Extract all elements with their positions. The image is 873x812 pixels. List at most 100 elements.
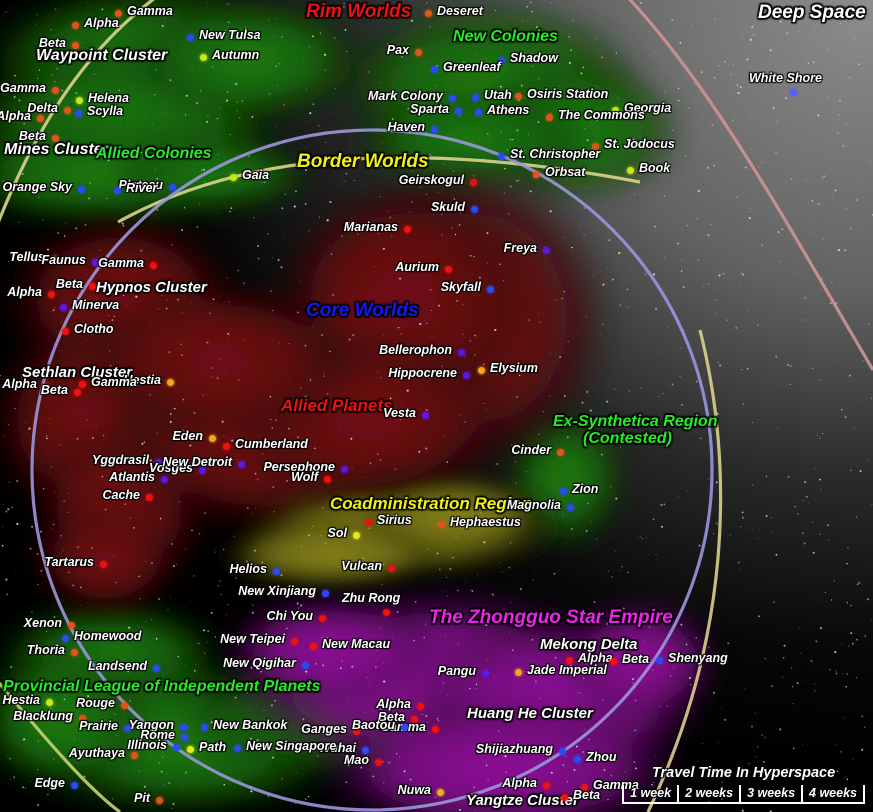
system-label: Mark Colony bbox=[367, 89, 443, 103]
legend-segment-4: 4 weeks bbox=[801, 785, 865, 802]
system-label: New Teipei bbox=[220, 632, 285, 646]
system-label: Minerva bbox=[72, 298, 120, 312]
region-label-waypoint-cluster: Waypoint Cluster bbox=[36, 47, 168, 64]
system-label: Alpha bbox=[0, 109, 31, 123]
region-label-new-colonies: New Colonies bbox=[453, 28, 558, 45]
star-dot-icon bbox=[486, 285, 494, 293]
region-label-rim-worlds: Rim Worlds bbox=[306, 1, 412, 22]
region-label-border-worlds: Border Worlds bbox=[297, 151, 429, 172]
arc-provincial-league bbox=[0, 681, 121, 812]
star-dot-icon bbox=[444, 265, 452, 273]
star-dot-icon bbox=[51, 86, 59, 94]
star-dot-icon bbox=[50, 255, 58, 263]
star-dot-icon bbox=[36, 114, 44, 122]
system-label: Freya bbox=[503, 241, 537, 255]
region-label-ex-synthetica-region: Ex-Synthetica Region bbox=[553, 413, 718, 430]
region-label-provincial-league-of-independent-planets: Provincial League of Independent Planets bbox=[3, 678, 321, 695]
system-label: Wuhai bbox=[318, 741, 356, 755]
system-label: Plateau bbox=[118, 178, 163, 192]
system-label: Edge bbox=[34, 776, 65, 790]
system-label: Hippocrene bbox=[388, 366, 457, 380]
legend-segment-3: 3 weeks bbox=[739, 785, 801, 802]
region-label-hypnos-cluster: Hypnos Cluster bbox=[96, 279, 207, 296]
star-dot-icon bbox=[114, 9, 122, 17]
region-label-mines-cluster: Mines Cluster bbox=[4, 141, 109, 158]
star-dot-icon bbox=[477, 366, 485, 374]
star-dot-icon bbox=[70, 781, 78, 789]
system-label: Vosges bbox=[148, 461, 193, 475]
star-dot-icon bbox=[382, 608, 390, 616]
system-label: Clotho bbox=[74, 322, 114, 336]
system-label: Gamma bbox=[127, 4, 173, 18]
system-label: Elysium bbox=[490, 361, 538, 375]
star-dot-icon bbox=[237, 460, 245, 468]
star-dot-icon bbox=[340, 465, 348, 473]
star-dot-icon bbox=[421, 411, 429, 419]
system-label: Zhou bbox=[586, 750, 617, 764]
system-label: Atlantis bbox=[109, 470, 155, 484]
star-dot-icon bbox=[42, 382, 50, 390]
system-label: The Commons bbox=[558, 108, 645, 122]
system-label: Beta bbox=[18, 129, 46, 143]
system-label: Orbsat bbox=[545, 165, 586, 179]
system-label: River bbox=[126, 181, 158, 195]
system-label: Chi You bbox=[266, 609, 313, 623]
star-dot-icon bbox=[73, 388, 81, 396]
system-label: Tartarus bbox=[44, 555, 94, 569]
star-dot-icon bbox=[71, 21, 79, 29]
system-label: Hestia bbox=[123, 373, 161, 387]
star-dot-icon bbox=[130, 751, 138, 759]
star-dot-icon bbox=[154, 458, 162, 466]
system-label: Alpha bbox=[578, 651, 613, 665]
star-dot-icon bbox=[78, 714, 86, 722]
star-dot-icon bbox=[437, 520, 445, 528]
system-label: Alpha bbox=[376, 697, 411, 711]
star-dot-icon bbox=[542, 246, 550, 254]
system-label: Geirskogul bbox=[398, 173, 464, 187]
star-dot-icon bbox=[565, 656, 573, 664]
star-dot-icon bbox=[497, 56, 505, 64]
system-label: Magnolia bbox=[506, 498, 561, 512]
system-label: White Shore bbox=[749, 71, 822, 85]
star-dot-icon bbox=[559, 487, 567, 495]
system-label: Athens bbox=[487, 103, 530, 117]
system-label: Vulcan bbox=[341, 559, 382, 573]
system-label: Sparta bbox=[410, 102, 449, 116]
star-dot-icon bbox=[88, 282, 96, 290]
star-dot-icon bbox=[400, 723, 408, 731]
star-dot-icon bbox=[560, 793, 568, 801]
star-dot-icon bbox=[545, 113, 553, 121]
star-dot-icon bbox=[272, 567, 280, 575]
system-label: Gaia bbox=[242, 168, 270, 182]
star-dot-icon bbox=[74, 109, 82, 117]
system-label: Mao bbox=[344, 753, 369, 767]
star-dot-icon bbox=[59, 303, 67, 311]
system-label: Gamma bbox=[91, 375, 137, 389]
region-label-sethlan-cluster: Sethlan Cluster bbox=[22, 364, 133, 381]
star-dot-icon bbox=[436, 788, 444, 796]
star-dot-icon bbox=[416, 702, 424, 710]
system-label: Alpha bbox=[2, 377, 37, 391]
region-label-huang-he-cluster: Huang He Cluster bbox=[467, 705, 593, 722]
system-label: Beta bbox=[622, 652, 650, 666]
star-dot-icon bbox=[580, 783, 588, 791]
system-label: Vesta bbox=[383, 406, 416, 420]
system-label: Thoria bbox=[26, 643, 65, 657]
arc-deep-space bbox=[628, 0, 873, 371]
system-label: Yangon bbox=[128, 718, 174, 732]
system-label: Helios bbox=[229, 562, 267, 576]
system-label: New Xinjiang bbox=[238, 584, 316, 598]
system-label: Nuwa bbox=[397, 783, 431, 797]
star-dot-icon bbox=[403, 225, 411, 233]
star-dot-icon bbox=[481, 669, 489, 677]
system-label: Orange Sky bbox=[2, 180, 72, 194]
system-label: New Qigihar bbox=[223, 656, 296, 670]
star-dot-icon bbox=[352, 531, 360, 539]
system-label: Jade Imperial bbox=[527, 663, 607, 677]
system-label: Scylla bbox=[87, 104, 124, 118]
legend-segment-2: 2 weeks bbox=[677, 785, 739, 802]
star-dot-icon bbox=[78, 380, 86, 388]
star-dot-icon bbox=[47, 290, 55, 298]
star-dot-icon bbox=[609, 657, 617, 665]
system-label: Alpha bbox=[7, 285, 42, 299]
